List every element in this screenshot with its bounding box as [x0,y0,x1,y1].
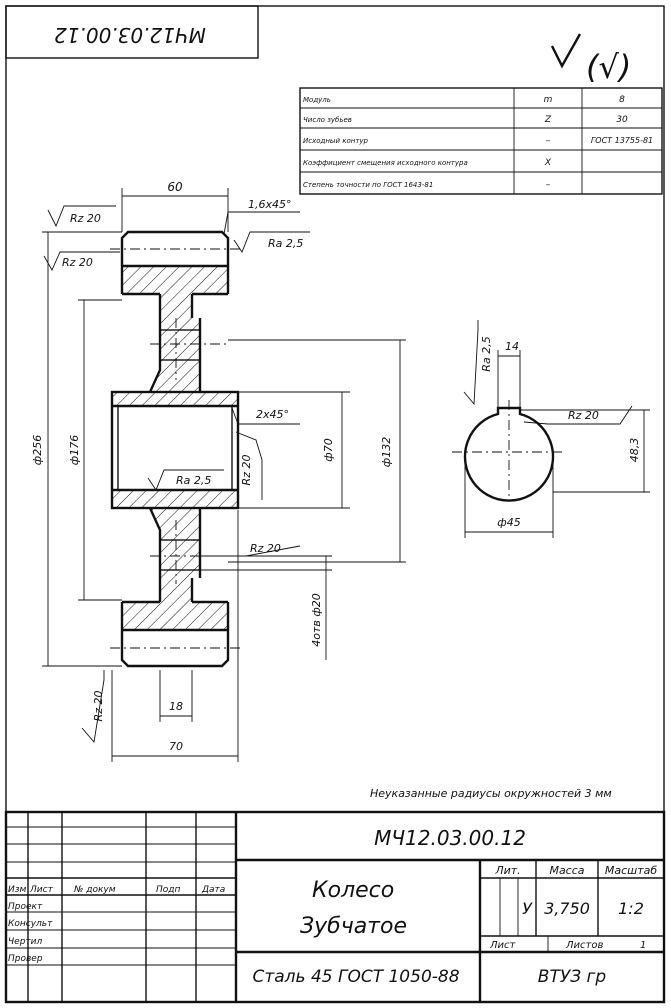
param-value: ГОСТ 13755-81 [591,136,653,145]
general-roughness-mark: (√) [550,33,631,86]
rotated-stamp: МЧ12.03.00.12 [5,5,259,59]
param-symbol: – [546,180,551,190]
keyway-section: 14 Ra 2,5 Rz 20 48,3 ф45 [452,320,650,538]
dim-483: 48,3 [628,438,641,463]
organization: ВТУЗ гр [538,967,607,987]
param-name: Степень точности по ГОСТ 1643-81 [303,181,433,189]
scale-label: Масштаб [605,864,657,877]
col-header-list: Лист [29,885,54,895]
param-name: Число зубьев [303,116,352,124]
role-project: Проект [8,902,43,912]
part-name-line2: Зубчатое [300,914,407,939]
sheets-value: 1 [640,940,646,951]
title-block: Изм Лист № докум Подп Дата Проект Консул… [4,810,666,1004]
mass-value: 3,750 [544,899,590,918]
param-value: 30 [616,115,628,125]
param-symbol: X [544,158,552,168]
dim-ra25-key: Ra 2,5 [480,336,493,371]
param-name: Модуль [303,96,331,104]
param-symbol: m [544,95,553,105]
dim-ra25-top: Ra 2,5 [268,237,303,250]
dim-chamfer-2: 2x45° [256,408,289,421]
dim-d45: ф45 [497,516,520,529]
scale-value: 1:2 [618,899,644,918]
role-checked: Провер [8,954,43,964]
designation: МЧ12.03.00.12 [374,826,526,850]
dim-rz20-hub: Rz 20 [250,542,281,555]
dim-keyway-14: 14 [505,340,519,353]
col-header-date: Дата [201,885,225,895]
dim-d256: ф256 [31,435,44,465]
material: Сталь 45 ГОСТ 1050-88 [252,967,459,987]
col-header-doc: № докум [73,885,116,895]
roughness-symbol: (√) [586,48,631,86]
dim-d176: ф176 [68,435,81,465]
dim-rz20-section: Rz 20 [568,409,599,422]
gear-section-view [110,230,240,668]
param-symbol: – [546,136,551,146]
param-value: 8 [619,95,625,105]
lit-label: Лит. [494,864,520,877]
mass-label: Масса [549,864,584,877]
sheet-frame [5,5,665,1003]
drawing-note: Неуказанные радиусы окружностей 3 мм [370,787,612,800]
sheets-label: Листов [565,940,603,951]
param-symbol: Z [544,115,552,125]
dim-d132: ф132 [380,437,393,467]
dim-18: 18 [169,700,183,713]
dim-rz20-bottom: Rz 20 [92,691,105,722]
dim-rz20-top: Rz 20 [70,212,101,225]
part-name-line1: Колесо [312,878,394,903]
params-table: Модуль m 8 Число зубьев Z 30 Исходный ко… [299,87,663,195]
dim-holes: 4отв ф20 [310,593,323,647]
dim-d70: ф70 [322,438,335,461]
col-header-sign: Подп [156,885,180,895]
param-name: Коэффициент смещения исходного контура [303,159,468,167]
role-consult: Консульт [8,919,53,929]
lit-value: У [522,899,533,918]
gear-dimensions: 60 1,6x45° Rz 20 Rz 20 Ra 2,5 ф256 ф176 … [31,180,406,762]
dim-ra25-bore: Ra 2,5 [176,474,211,487]
rotated-stamp-code: МЧ12.03.00.12 [54,23,206,47]
dim-60: 60 [167,180,183,194]
dim-chamfer-1: 1,6x45° [248,198,292,211]
col-header-izm: Изм [8,885,27,895]
dim-rz20-bore: Rz 20 [240,455,253,486]
role-drawn: Чертил [8,937,43,947]
sheet-label: Лист [489,940,517,951]
param-name: Исходный контур [303,137,369,145]
dim-70: 70 [169,740,183,753]
dim-rz20-left: Rz 20 [62,256,93,269]
